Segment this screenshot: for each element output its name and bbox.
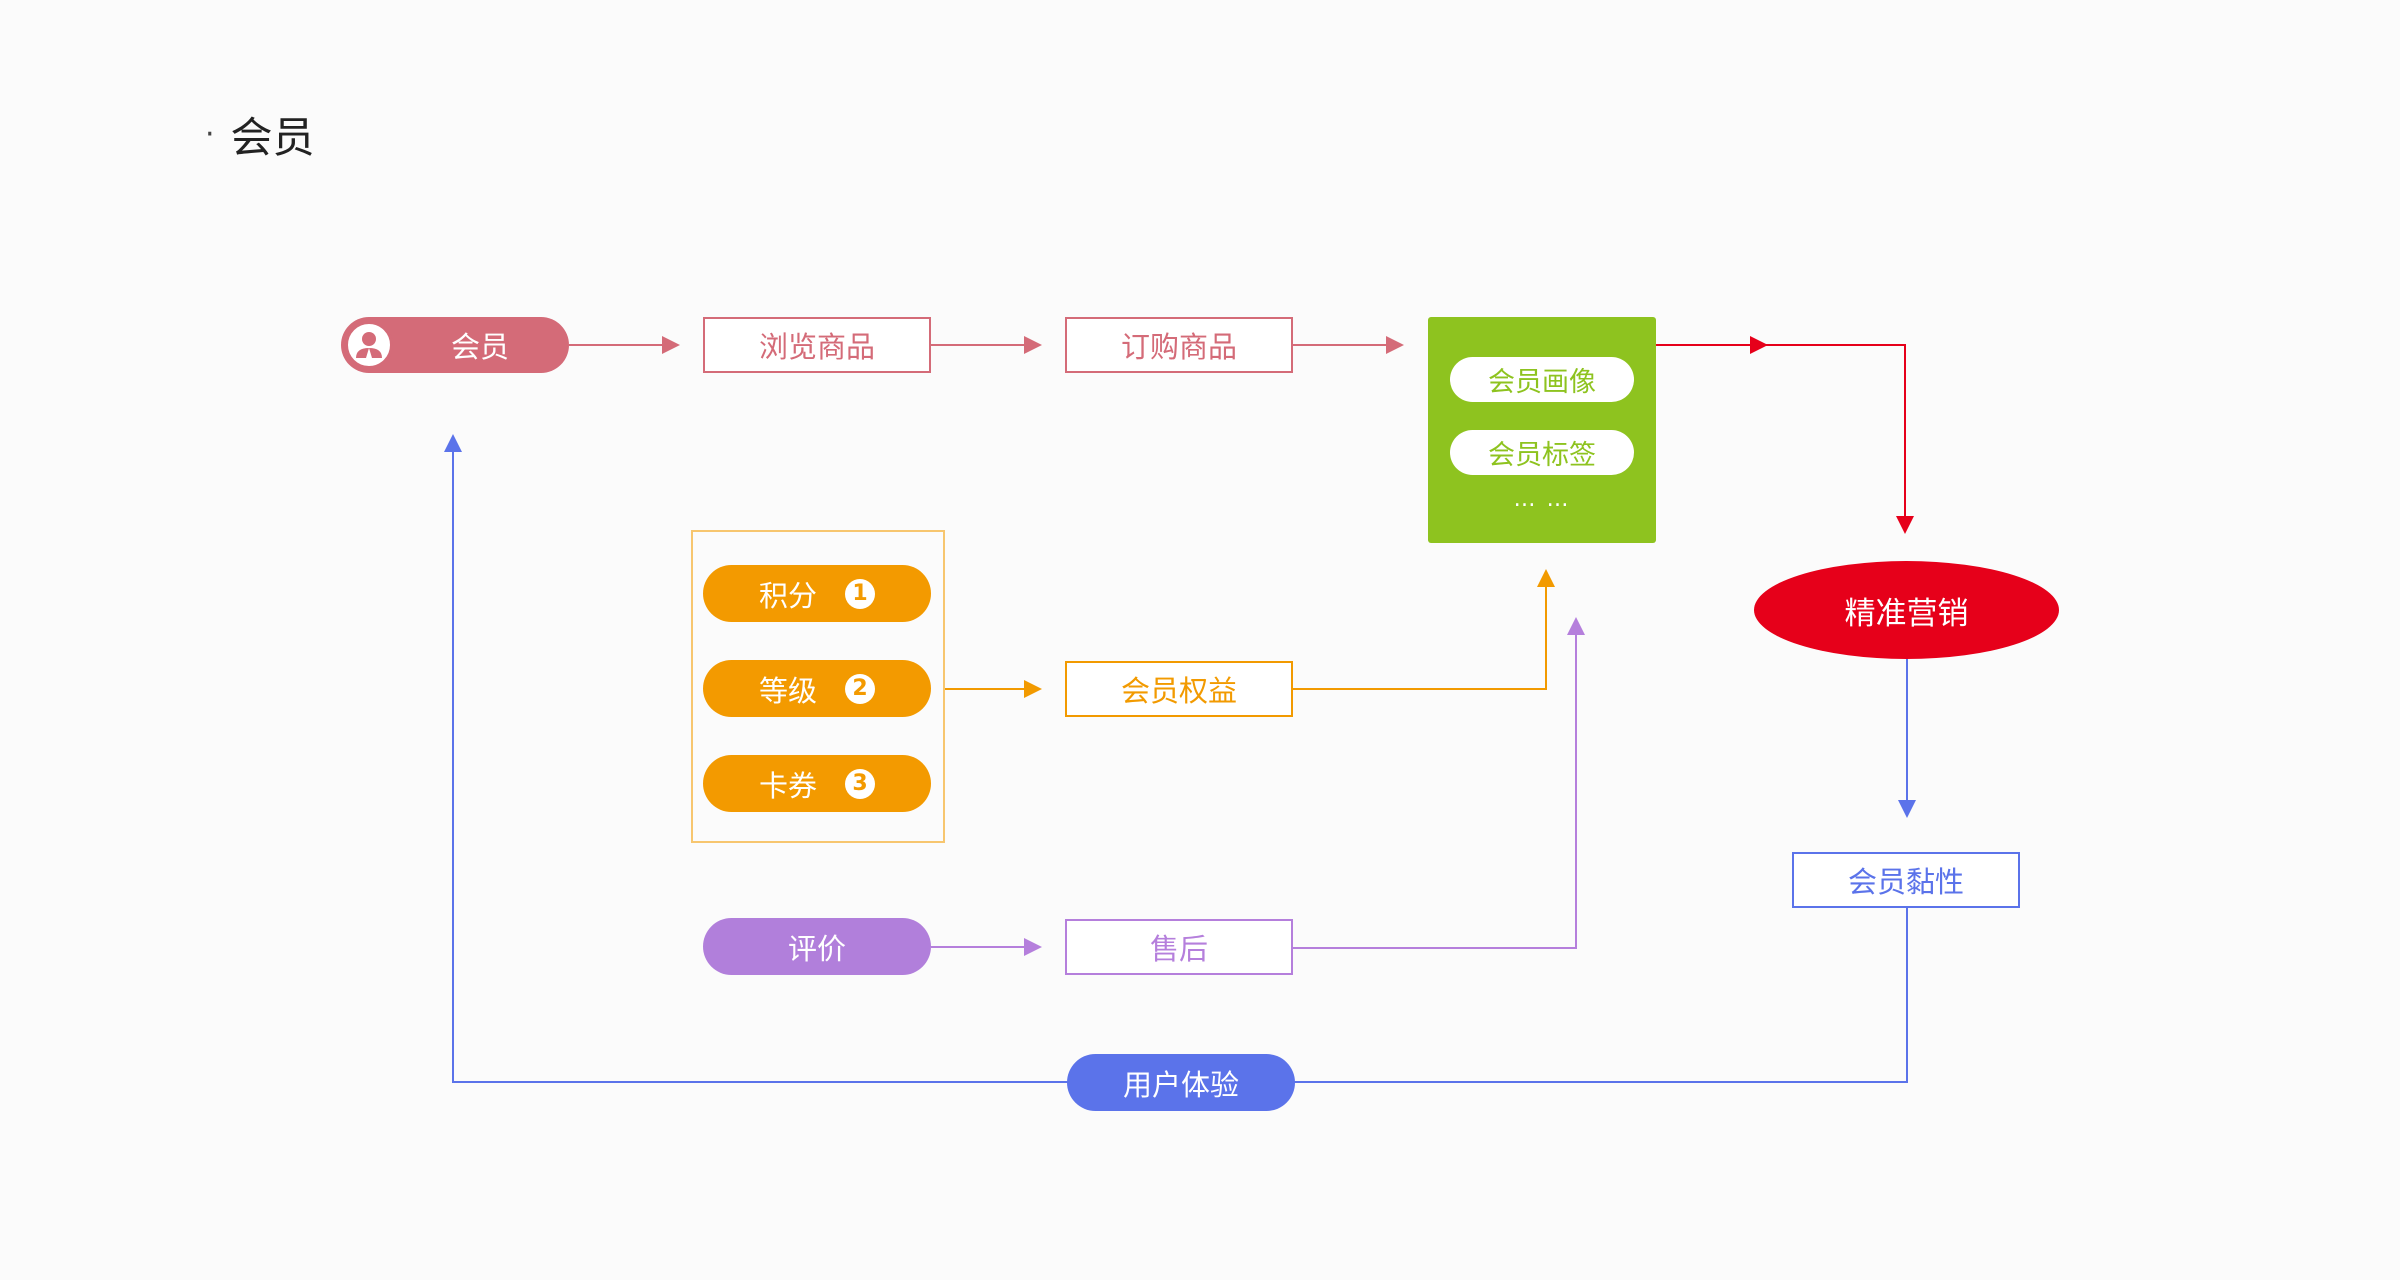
member-node[interactable]: 会员	[341, 317, 569, 373]
benefits-group	[691, 530, 945, 843]
more-ellipsis: … …	[1513, 487, 1571, 512]
benefit-item-label: 卡券	[758, 768, 817, 803]
benefit-item-coupon[interactable]: 卡券 3	[703, 755, 931, 812]
number-badge-icon: 2	[845, 673, 875, 704]
arrow-order-to-profile	[1293, 336, 1404, 354]
member-profile-panel[interactable]: 会员画像 会员标签 … …	[1428, 317, 1656, 543]
number-badge-icon: 3	[845, 768, 875, 799]
page-title: 会员	[230, 113, 315, 162]
benefit-item-level[interactable]: 等级 2	[703, 660, 931, 717]
arrow-review-to-aftersales	[931, 938, 1042, 956]
heading-bullet: ·	[205, 117, 215, 152]
arrow-marketing-to-stickiness	[1898, 659, 1916, 818]
arrow-browse-to-order	[931, 336, 1042, 354]
after-sales-node[interactable]: 售后	[1065, 919, 1293, 975]
member-node-label: 会员	[450, 330, 509, 364]
benefit-item-label: 积分	[758, 578, 817, 613]
arrow-member-to-browse	[569, 336, 680, 354]
precise-marketing-node[interactable]: 精准营销	[1754, 561, 2059, 659]
user-avatar-icon	[345, 321, 393, 369]
arrow-benefits-group-to-benefit	[945, 680, 1042, 698]
page-heading: · 会员	[205, 104, 315, 165]
review-node[interactable]: 评价	[703, 918, 931, 975]
arrow-aftersales-to-profile	[1293, 617, 1585, 949]
number-badge-icon: 1	[845, 578, 875, 609]
member-portrait-item[interactable]: 会员画像	[1450, 357, 1634, 402]
member-benefits-node[interactable]: 会员权益	[1065, 661, 1293, 717]
arrow-profile-to-marketing	[1656, 336, 1914, 534]
browse-products-node[interactable]: 浏览商品	[703, 317, 931, 373]
order-products-node[interactable]: 订购商品	[1065, 317, 1293, 373]
member-stickiness-node[interactable]: 会员黏性	[1792, 852, 2020, 908]
user-experience-node[interactable]: 用户体验	[1067, 1054, 1295, 1111]
benefit-item-label: 等级	[758, 673, 817, 708]
arrow-stickiness-experience-member	[444, 434, 1908, 1083]
arrow-benefit-to-profile	[1293, 569, 1555, 690]
member-tags-item[interactable]: 会员标签	[1450, 430, 1634, 475]
benefit-item-points[interactable]: 积分 1	[703, 565, 931, 622]
